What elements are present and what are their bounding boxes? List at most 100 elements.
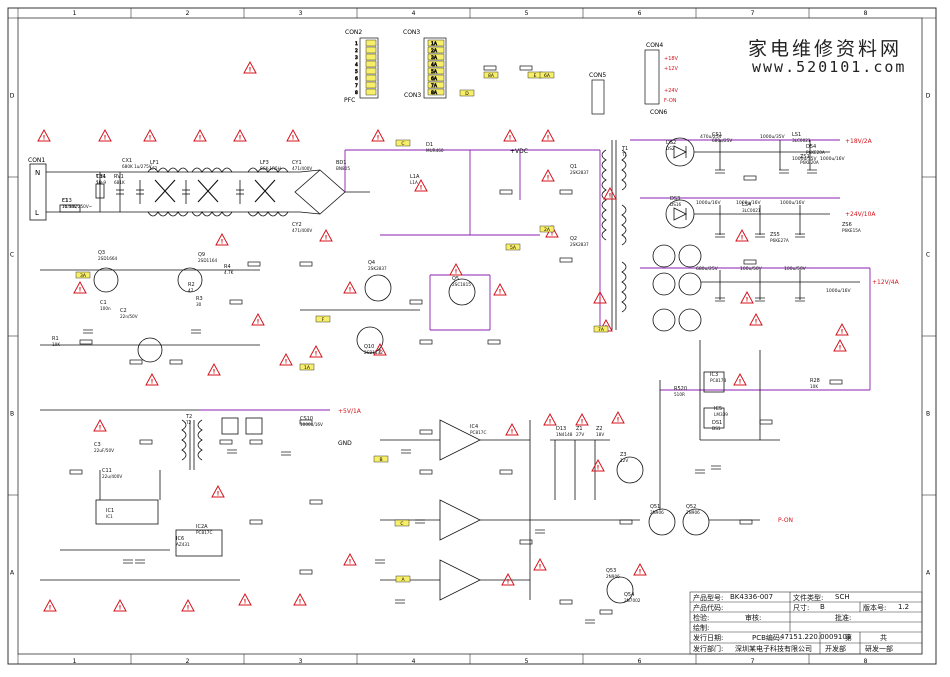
component-ref-label: Q2 <box>570 236 577 242</box>
resistor-mark <box>139 439 153 445</box>
component-ref-label: C3 <box>94 442 101 448</box>
component-ref-label: Q3 <box>98 250 105 256</box>
warning-icon: ! <box>835 322 849 336</box>
svg-text:!: ! <box>841 329 844 336</box>
component-ref-label: R28 <box>810 378 820 384</box>
component-ref-label: R2 <box>188 282 195 288</box>
warning-icon: ! <box>373 342 387 356</box>
warning-icon: ! <box>98 128 112 142</box>
component-ref-label: CS1 <box>712 132 722 138</box>
issuer-label: 发行部门: <box>693 645 724 653</box>
mains-input <box>29 163 370 221</box>
component-ref-label: CY2 <box>292 222 302 228</box>
component-ref-label: BD1 <box>336 160 346 166</box>
border-row-label: C <box>10 252 14 259</box>
resistor-mark <box>419 469 433 475</box>
border-column-label: 3 <box>299 658 303 665</box>
svg-text:!: ! <box>420 185 423 192</box>
component-ref-label: C2 <box>120 308 127 314</box>
resistor-mark <box>129 359 143 365</box>
component-ref-label: IC5 <box>714 406 722 412</box>
component-ref-label: CY1 <box>292 160 302 166</box>
svg-text:!: ! <box>377 135 380 142</box>
version-value: 1.2 <box>898 603 910 611</box>
resistor-mark <box>419 339 433 345</box>
component-value-label: 471/400V <box>292 228 312 233</box>
component-value-label: T6.3AL/250V~ <box>61 204 93 209</box>
component-value-label: 30 <box>196 302 202 307</box>
component-ref-label: LS4 <box>742 202 751 208</box>
watermark-title: 家电维修资料网 <box>748 38 903 60</box>
component-ref-label: D13 <box>556 426 566 432</box>
svg-text:B: B <box>379 457 382 463</box>
capacitor-value: 100u/50V <box>740 266 763 272</box>
svg-text:!: ! <box>187 605 190 612</box>
border-row-label: B <box>10 411 14 418</box>
svg-text:F: F <box>322 317 325 323</box>
con1-label: CON1 <box>28 157 45 164</box>
con3-pin: 7A <box>431 83 438 89</box>
component-value-label: 10K <box>810 384 818 389</box>
warning-icon: ! <box>145 372 159 386</box>
component-ref-label: DS3 <box>670 196 680 202</box>
component-ref-label: R3 <box>196 296 203 302</box>
component-ref-label: IC6 <box>176 536 184 542</box>
size-label: 尺寸: <box>793 604 810 612</box>
pon-label: P-ON <box>778 517 793 524</box>
resistor-mark <box>219 439 233 445</box>
warning-icon: ! <box>603 186 617 200</box>
warning-icon: ! <box>543 412 557 426</box>
svg-text:!: ! <box>104 135 107 142</box>
border-column-label: 1 <box>73 658 77 665</box>
rail-12v-label: +12V/4A <box>872 279 900 286</box>
svg-text:!: ! <box>609 193 612 200</box>
capacitor-value: 100u/50V <box>784 266 807 272</box>
svg-text:!: ! <box>509 135 512 142</box>
resistor-mark <box>759 419 773 425</box>
component-value-label: 10K <box>52 342 60 347</box>
component-value-label: 680u/25V <box>712 138 732 143</box>
warning-icon: ! <box>733 372 747 386</box>
issue-date-label: 发行日期: <box>693 634 724 642</box>
capacitor-value: 1000u/35V <box>760 134 786 140</box>
component-value-label: 680K 1u/275V <box>122 164 152 169</box>
component-ref-label: Q51 <box>650 504 660 510</box>
component-ref-label: Z3 <box>620 452 627 458</box>
checker-label: 检验: <box>693 614 710 622</box>
svg-text:E: E <box>534 73 537 79</box>
component-value-label: 4.7K <box>224 270 234 275</box>
component-ref-label: Q5 <box>452 276 459 282</box>
con2-pin: 4 <box>355 62 358 68</box>
resistor-mark <box>829 379 843 385</box>
transformer-t1 <box>601 140 627 330</box>
svg-text:!: ! <box>746 297 749 304</box>
component-value-label: 2N906 <box>650 510 664 515</box>
component-value-label: 22uF/50V <box>94 448 114 453</box>
component-ref-label: IC4 <box>470 424 478 430</box>
con3-pin: 1A <box>431 41 438 47</box>
warning-icon: ! <box>309 344 323 358</box>
svg-text:!: ! <box>99 425 102 432</box>
resistor-mark <box>519 65 533 71</box>
resistor-mark <box>249 519 263 525</box>
warning-icon: ! <box>541 168 555 182</box>
dept2-label: 研发一部 <box>865 645 893 653</box>
con2-pin: 7 <box>355 83 358 89</box>
border-column-label: 1 <box>73 10 77 17</box>
net-tag: A <box>395 575 411 583</box>
svg-text:D: D <box>465 91 469 97</box>
net-tag: 8A <box>483 71 499 79</box>
warning-icon: ! <box>833 338 847 352</box>
issuer-value: 深圳某电子科技有限公司 <box>735 645 812 653</box>
resistor-mark <box>169 359 183 365</box>
svg-text:!: ! <box>221 239 224 246</box>
sheet-label: 第 <box>845 634 852 642</box>
svg-text:!: ! <box>49 605 52 612</box>
resistor-mark <box>483 65 497 71</box>
warning-icon: ! <box>293 592 307 606</box>
svg-text:!: ! <box>581 419 584 426</box>
component-ref-label: D1 <box>426 142 433 148</box>
